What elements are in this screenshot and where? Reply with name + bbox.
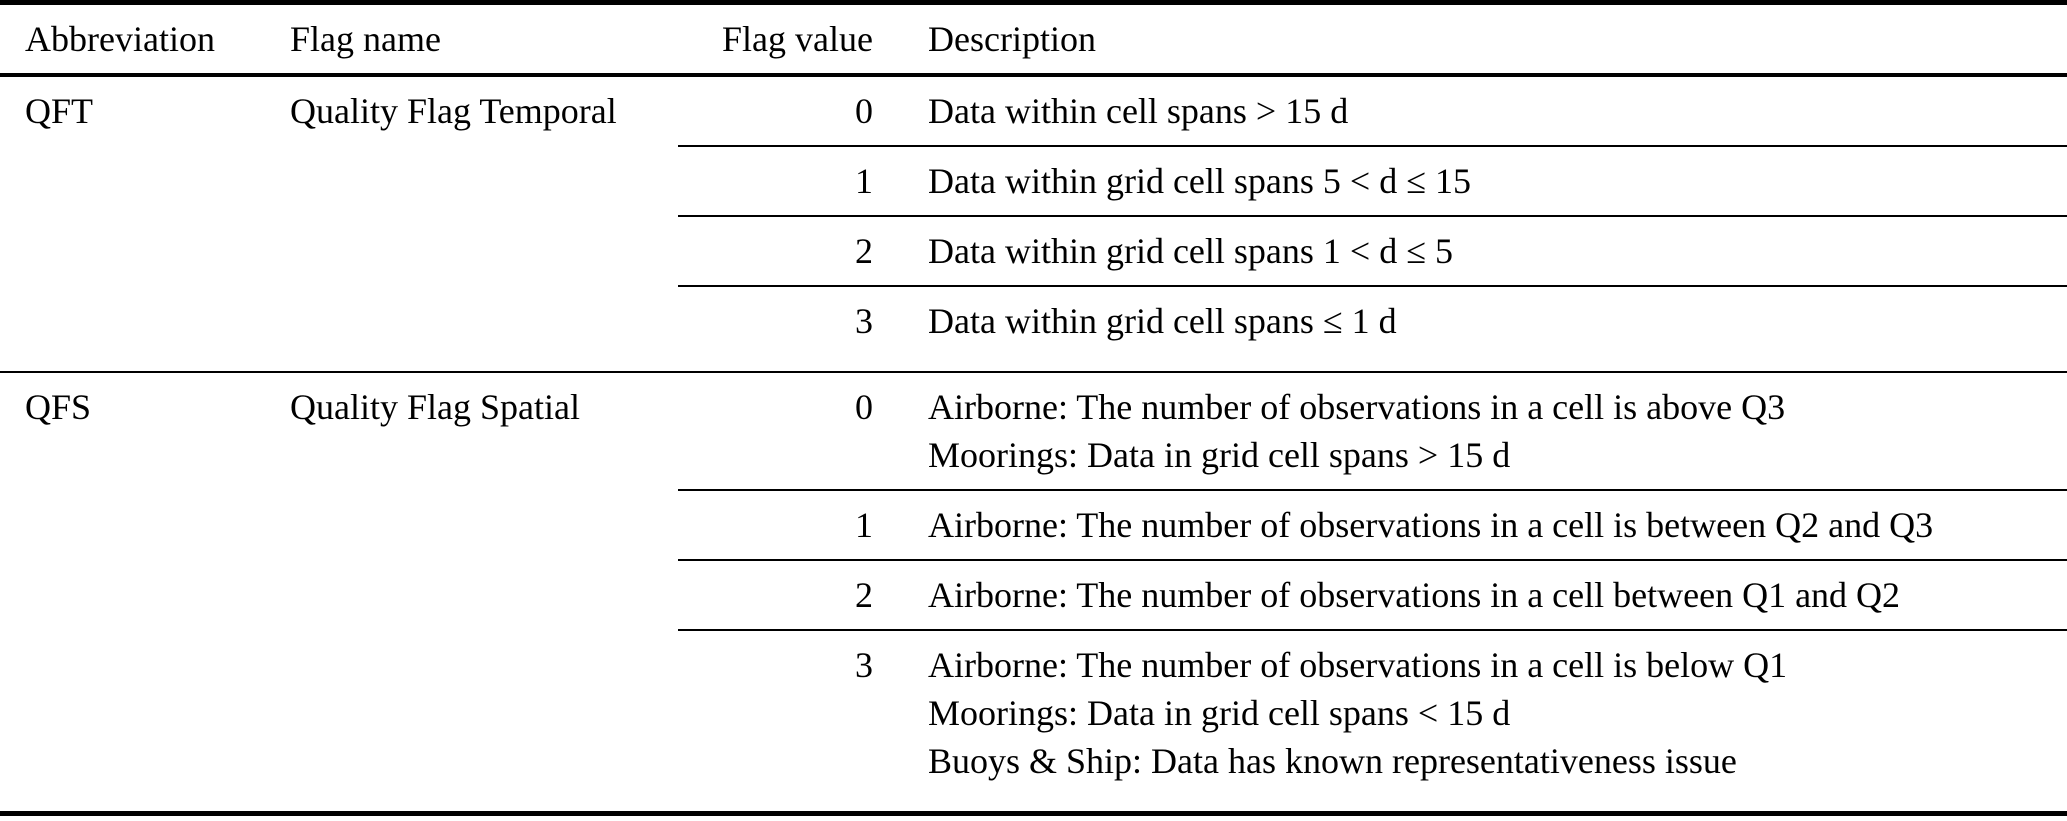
description-cell: Data within grid cell spans 5 < d ≤ 15 xyxy=(905,146,2067,217)
flag-value-cell: 3 xyxy=(855,645,873,685)
table-row: 1 Airborne: The number of observations i… xyxy=(0,490,2067,561)
table-row: 3 Airborne: The number of observations i… xyxy=(0,630,2067,814)
header-row: Abbreviation Flag name Flag value Descri… xyxy=(0,2,2067,77)
section-qfs: QFS Quality Flag Spatial 0 Airborne: The… xyxy=(0,371,2067,814)
flag-value-cell: 2 xyxy=(678,216,905,287)
description-cell: Airborne: The number of observations in … xyxy=(905,371,2067,491)
section-qft: QFT Quality Flag Temporal 0 Data within … xyxy=(0,75,2067,372)
flag-value-cell: 1 xyxy=(678,146,905,217)
description-cell: Data within cell spans > 15 d xyxy=(905,75,2067,147)
flag-value-cell: 3 xyxy=(855,301,873,341)
description-cell: Data within grid cell spans ≤ 1 d xyxy=(905,286,2067,372)
table-row: QFS Quality Flag Spatial 0 Airborne: The… xyxy=(0,371,2067,814)
table-row: QFT Quality Flag Temporal 0 Data within … xyxy=(0,75,2067,147)
description-line: Data within cell spans > 15 d xyxy=(928,91,1349,131)
flag-value-cell: 2 xyxy=(678,560,905,631)
table-row: 2 Data within grid cell spans 1 < d ≤ 5 xyxy=(0,216,2067,287)
description-line: Data within grid cell spans 1 < d ≤ 5 xyxy=(928,231,1453,271)
column-header-abbreviation: Abbreviation xyxy=(0,2,265,77)
table-row: 1 Data within grid cell spans 5 < d ≤ 15 xyxy=(0,146,2067,217)
description-line: Airborne: The number of observations in … xyxy=(928,505,1934,545)
flag-name-cell: Quality Flag Spatial xyxy=(265,371,678,814)
description-cell: Airborne: The number of observations in … xyxy=(905,560,2067,631)
description-cell: Airborne: The number of observations in … xyxy=(905,630,2067,814)
description-cell: Data within grid cell spans 1 < d ≤ 5 xyxy=(905,216,2067,287)
description-line: Airborne: The number of observations in … xyxy=(928,645,1788,685)
description-cell: Airborne: The number of observations in … xyxy=(905,490,2067,561)
table-row: 2 Airborne: The number of observations i… xyxy=(0,560,2067,631)
flag-value-cell: 0 xyxy=(678,75,905,147)
flag-name-cell: Quality Flag Temporal xyxy=(290,91,617,131)
abbreviation-cell: QFT xyxy=(25,91,94,131)
flag-value-cell: 1 xyxy=(678,490,905,561)
description-line: Moorings: Data in grid cell spans < 15 d xyxy=(928,693,1511,733)
flag-value-cell: 0 xyxy=(678,371,905,491)
description-line: Buoys & Ship: Data has known representat… xyxy=(928,741,1737,781)
table-row: 3 Data within grid cell spans ≤ 1 d xyxy=(0,286,2067,372)
description-line: Moorings: Data in grid cell spans > 15 d xyxy=(928,435,1511,475)
column-header-description: Description xyxy=(905,2,2067,77)
description-line: Airborne: The number of observations in … xyxy=(928,387,1786,427)
abbreviation-cell: QFS xyxy=(0,371,265,814)
description-line: Airborne: The number of observations in … xyxy=(928,575,1901,615)
description-line: Data within grid cell spans ≤ 1 d xyxy=(928,301,1397,341)
column-header-flag-value: Flag value xyxy=(678,2,905,77)
description-line: Data within grid cell spans 5 < d ≤ 15 xyxy=(928,161,1471,201)
column-header-flag-name: Flag name xyxy=(265,2,678,77)
